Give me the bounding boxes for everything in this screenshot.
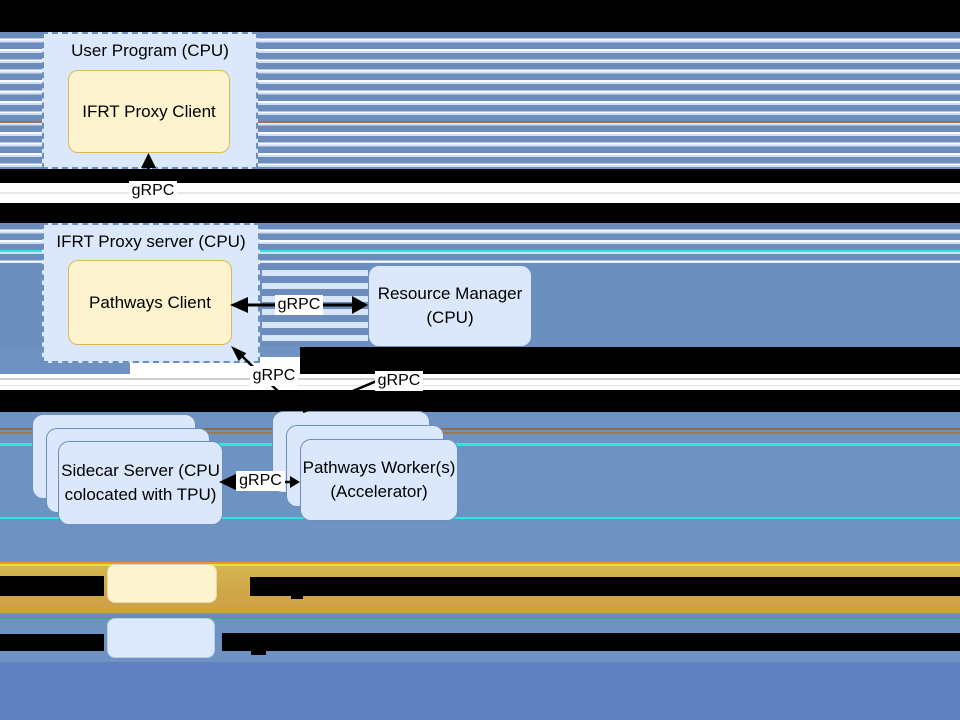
gray-line-3 <box>0 385 960 386</box>
pathways-client-box: Pathways Client <box>68 260 232 345</box>
user-program-title: User Program (CPU) <box>71 41 229 60</box>
band-black-top <box>0 0 960 32</box>
ifrt-proxy-client-box: IFRT Proxy Client <box>68 70 230 153</box>
sidecar-server-label-line1: Sidecar Server (CPU <box>61 461 220 480</box>
resource-manager-label-line1: Resource Manager <box>377 284 523 303</box>
grpc-label-client-server: gRPC <box>129 181 177 201</box>
artifact-cyan-line-2 <box>0 443 960 446</box>
ifrt-proxy-client-label: IFRT Proxy Client <box>82 101 216 121</box>
band-periwinkle-bottom <box>0 662 960 720</box>
pathways-worker-label-line2: (Accelerator) <box>330 482 428 501</box>
artifact-yellow-line <box>0 563 960 566</box>
pathways-worker-box: Pathways Worker(s) (Accelerator) <box>300 439 458 521</box>
grpc-label-pathways-rm: gRPC <box>275 295 323 315</box>
band-white-2b <box>0 374 960 390</box>
redacted-descender-1 <box>291 594 303 599</box>
artifact-orange-line <box>0 562 960 564</box>
resource-manager-label-line2: (CPU) <box>426 308 474 327</box>
band-black-4 <box>300 347 960 374</box>
artifact-red-line <box>0 121 960 123</box>
artifact-cyan-line-3 <box>0 517 960 519</box>
band-black-5 <box>0 390 960 412</box>
legend-blue-swatch <box>107 618 215 658</box>
redacted-legend-text-right-1 <box>250 577 960 596</box>
band-black-3 <box>0 203 960 223</box>
resource-manager-box: Resource Manager (CPU) <box>368 265 532 347</box>
grpc-label-sidecar-worker: gRPC <box>236 471 285 491</box>
sidecar-server-label-line2: colocated with TPU) <box>64 485 217 504</box>
artifact-brown-line-2 <box>0 432 960 434</box>
artifact-brown-line-1 <box>0 428 960 430</box>
sidecar-server-box: Sidecar Server (CPU colocated with TPU) <box>58 441 223 525</box>
legend-yellow-swatch <box>107 564 217 603</box>
artifact-cyan-line-1 <box>0 250 960 252</box>
band-black-2 <box>0 169 960 183</box>
artifact-teal-line <box>0 617 960 619</box>
redacted-descender-2 <box>251 651 266 655</box>
pathways-worker-label-line1: Pathways Worker(s) <box>302 458 456 477</box>
grpc-label-worker-rm: gRPC <box>375 371 423 391</box>
artifact-purple-line <box>0 613 960 617</box>
pathways-client-label: Pathways Client <box>89 292 211 312</box>
gray-line-1 <box>0 192 960 194</box>
grpc-label-worker-client: gRPC <box>250 366 298 386</box>
redacted-legend-text-left-1 <box>0 576 104 596</box>
ifrt-proxy-server-title: IFRT Proxy server (CPU) <box>56 232 246 251</box>
redacted-legend-text-left-2 <box>0 634 104 651</box>
redacted-legend-text-right-2 <box>222 633 960 651</box>
gray-line-2 <box>0 378 960 380</box>
